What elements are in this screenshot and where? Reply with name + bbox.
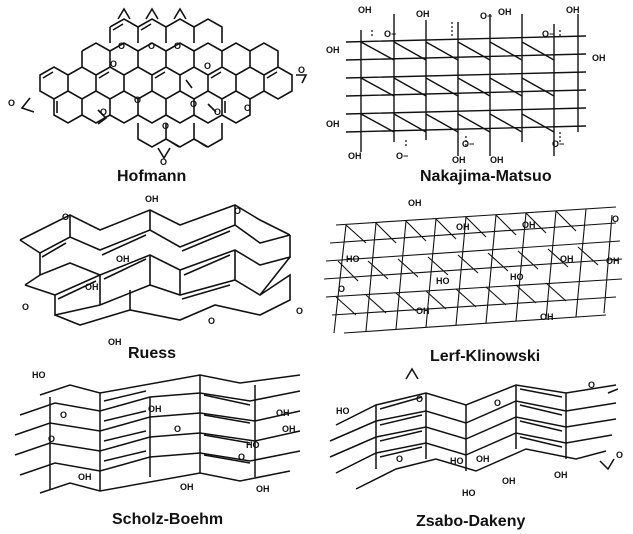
lerf-klinowski-structure: [323, 206, 623, 334]
atom-label: HO: [510, 272, 524, 282]
atom-label: O: [162, 121, 170, 131]
atom-label: HO: [346, 254, 360, 264]
atom-label: O−: [552, 139, 565, 149]
atom-label: O: [214, 107, 222, 117]
atom-label: OH: [116, 254, 130, 264]
atom-label: OH: [560, 254, 574, 264]
scholz-boehm-structure: [14, 374, 301, 494]
atom-label: O: [134, 95, 142, 105]
structure-caption: Zsabo-Dakeny: [416, 513, 526, 530]
atom-label: HO: [32, 370, 46, 380]
atom-label: OH: [566, 5, 580, 15]
panel-hofmann: O O O O O O O O O O O O O O Hofmann: [0, 0, 316, 195]
atom-label: OH: [592, 53, 606, 63]
hofmann-structure: [20, 7, 308, 160]
atom-label: OH: [145, 194, 159, 204]
atom-label: O: [396, 454, 404, 464]
atom-label: O−: [462, 139, 475, 149]
atom-label: O: [160, 157, 168, 167]
atom-label: O: [416, 394, 424, 404]
atom-label: OH: [326, 119, 340, 129]
structure-caption: Hofmann: [117, 168, 187, 185]
atom-label: OH: [326, 45, 340, 55]
atom-label: O: [588, 380, 596, 390]
atom-label: OH: [502, 476, 516, 486]
panel-nakajima-matsuo: OH OH OH OH O− O− O− O− O− O− OH OH OH O…: [316, 0, 633, 195]
atom-label: OH: [476, 454, 490, 464]
atom-label: OH: [180, 482, 194, 492]
structure-caption: Scholz-Boehm: [112, 511, 224, 528]
atom-label: OH: [452, 155, 466, 165]
atom-label: OH: [85, 282, 99, 292]
atom-label: OH: [358, 5, 372, 15]
panel-ruess: OH OH OH OH O O O O O Ruess: [0, 195, 316, 365]
atom-label: O: [204, 61, 212, 71]
atom-label: O: [494, 398, 502, 408]
atom-label: OH: [276, 408, 290, 418]
structure-caption: Ruess: [128, 345, 177, 362]
atom-label: O: [298, 65, 306, 75]
atom-label: OH: [282, 424, 296, 434]
atom-label: OH: [408, 198, 422, 208]
atom-label: O: [110, 59, 118, 69]
atom-label: OH: [148, 404, 162, 414]
atom-label: O−: [480, 11, 493, 21]
atom-label: O: [62, 212, 70, 222]
nakajima-matsuo-structure: [345, 14, 587, 156]
atom-label: OH: [108, 337, 122, 347]
zsabo-dakeny-structure: [329, 367, 619, 490]
atom-label: OH: [522, 220, 536, 230]
atom-label: OH: [416, 306, 430, 316]
atom-label: OH: [256, 484, 270, 494]
atom-label: O: [48, 434, 56, 444]
atom-label: O: [338, 284, 346, 294]
panel-zsabo-dakeny: HO HO OH OH OH HO O O O O O Zsabo-Dakeny: [316, 365, 633, 534]
atom-label: HO: [336, 406, 350, 416]
panel-scholz-boehm: HO OH OH OH HO OH OH OH O O O O Scholz-B…: [0, 365, 316, 534]
atom-label: O: [60, 410, 68, 420]
atom-label: O: [234, 206, 242, 216]
atom-label: HO: [450, 456, 464, 466]
structure-caption: Lerf-Klinowski: [430, 348, 541, 365]
atom-label: O: [8, 98, 16, 108]
atom-label: O: [100, 107, 108, 117]
atom-label: OH: [456, 222, 470, 232]
atom-label: OH: [606, 256, 620, 266]
ruess-structure: [19, 204, 291, 326]
atom-label: OH: [416, 9, 430, 19]
atom-label: O: [174, 41, 182, 51]
atom-label: OH: [78, 472, 92, 482]
atom-label: HO: [246, 440, 260, 450]
atom-label: O: [238, 452, 246, 462]
atom-label: O−: [396, 151, 409, 161]
atom-label: O: [244, 103, 252, 113]
atom-label: O: [148, 41, 156, 51]
atom-label: OH: [490, 155, 504, 165]
atom-label: HO: [436, 276, 450, 286]
atom-label: O−: [542, 29, 555, 39]
atom-label: OH: [554, 470, 568, 480]
atom-label: O: [174, 424, 182, 434]
atom-label: OH: [348, 151, 362, 161]
atom-label: OH: [498, 7, 512, 17]
atom-label: O: [616, 450, 624, 460]
structure-caption: Nakajima-Matsuo: [420, 168, 552, 185]
atom-label: OH: [540, 312, 554, 322]
atom-label: O: [296, 306, 304, 316]
atom-label: O: [118, 41, 126, 51]
panel-lerf-klinowski: OH OH OH HO HO HO OH OH OH OH O O Lerf-K…: [316, 195, 633, 365]
atom-label: O: [208, 316, 216, 326]
atom-label: O−: [384, 29, 397, 39]
atom-label: O: [612, 214, 620, 224]
atom-label: HO: [462, 488, 476, 498]
atom-label: O: [22, 302, 30, 312]
atom-label: O: [190, 99, 198, 109]
